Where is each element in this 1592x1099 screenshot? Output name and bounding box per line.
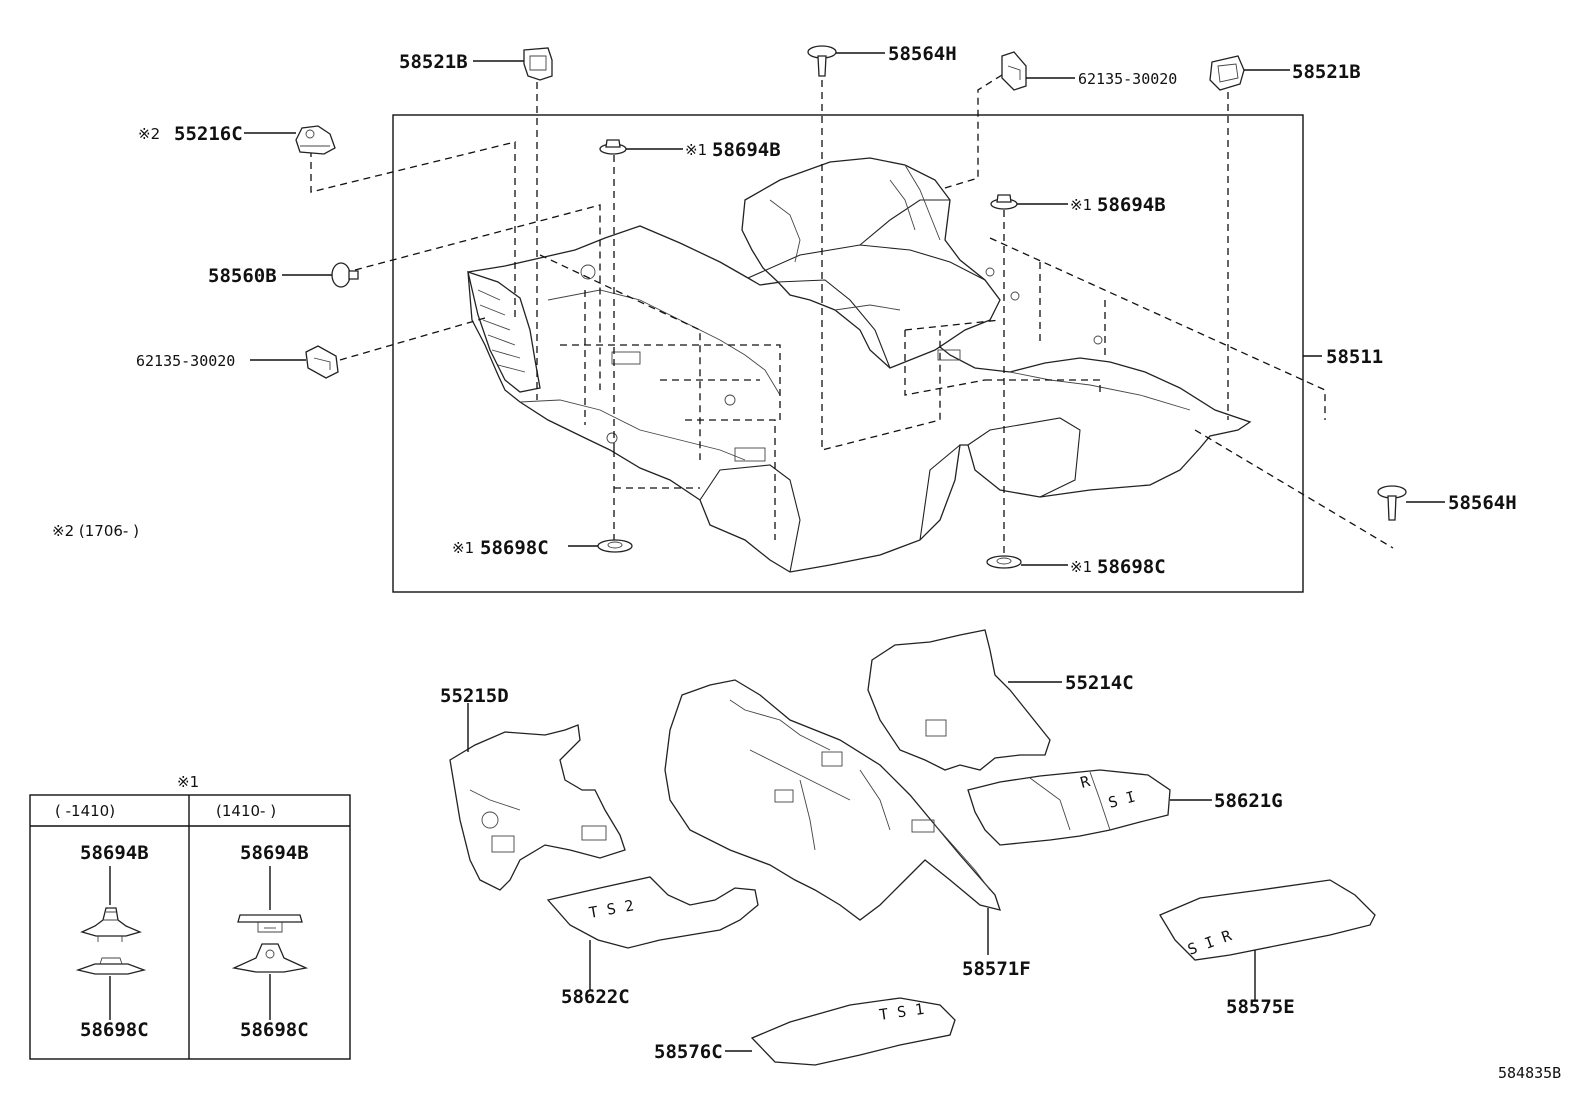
label-58511: 58511 xyxy=(1326,346,1383,368)
inset-col2-clip xyxy=(237,914,303,933)
label-58621g: 58621G xyxy=(1214,790,1283,812)
label-58575e: 58575E xyxy=(1226,996,1295,1018)
mark-2-55216c: ※2 xyxy=(138,125,160,143)
label-58694b-right: 58694B xyxy=(1097,194,1166,216)
mark-1-58698c-left: ※1 xyxy=(452,539,474,557)
mark-1-58694b-right: ※1 xyxy=(1070,196,1092,214)
part-58622c: T S 2 xyxy=(546,876,759,949)
label-62135-left: 62135-30020 xyxy=(136,352,235,370)
label-58521b-left: 58521B xyxy=(399,51,468,73)
grommet-58698c-left xyxy=(597,539,633,553)
label-58571f: 58571F xyxy=(962,958,1031,980)
part-58621g: S I R xyxy=(967,769,1171,846)
clip-58521b-right xyxy=(1209,55,1245,91)
label-55216c: 55216C xyxy=(174,123,243,145)
label-58622c: 58622C xyxy=(561,986,630,1008)
inset-col1-bottom-label: 58698C xyxy=(80,1019,149,1041)
part-55214c xyxy=(867,629,1051,771)
inset-col1-clip xyxy=(80,907,142,942)
inset-col1-range: ( -1410) xyxy=(55,802,115,820)
inset-variant-table: ※1 ( -1410) (1410- ) 58694B 58694B 58698… xyxy=(29,773,351,1060)
part-58571f xyxy=(664,679,1001,921)
inset-col2-top-label: 58694B xyxy=(240,842,309,864)
inset-header-mark: ※1 xyxy=(177,773,199,791)
inset-col2-bottom-label: 58698C xyxy=(240,1019,309,1041)
label-leaders xyxy=(244,52,1445,566)
grommet-58698c-right xyxy=(986,555,1022,569)
label-55215d: 55215D xyxy=(440,685,509,707)
mark-1-58698c-right: ※1 xyxy=(1070,558,1092,576)
part-58576c: T S 1 xyxy=(750,997,956,1066)
label-58560b: 58560B xyxy=(208,265,277,287)
clip-58694b-left xyxy=(599,139,627,155)
bracket-62135-top xyxy=(1001,51,1027,91)
inset-col2-range: (1410- ) xyxy=(216,802,276,820)
diagram-code: 584835B xyxy=(1498,1064,1561,1082)
label-55214c: 55214C xyxy=(1065,672,1134,694)
note-2-range: ※2 (1706- ) xyxy=(52,522,139,540)
mark-1-58694b-left: ※1 xyxy=(685,141,707,159)
label-58564h-right: 58564H xyxy=(1448,492,1517,514)
label-58521b-right: 58521B xyxy=(1292,61,1361,83)
label-58694b-left: 58694B xyxy=(712,139,781,161)
main-assembly-frame xyxy=(392,114,1304,593)
label-62135-top: 62135-30020 xyxy=(1078,70,1177,88)
label-58576c: 58576C xyxy=(654,1041,723,1063)
label-58698c-right: 58698C xyxy=(1097,556,1166,578)
plug-58560b xyxy=(331,262,359,288)
clip-58694b-right xyxy=(990,194,1018,210)
bracket-62135-left xyxy=(305,345,339,379)
dashed-leaders xyxy=(310,74,1394,555)
inset-col1-grommet xyxy=(75,957,147,975)
clip-58521b-left xyxy=(523,47,553,81)
clip-55216c xyxy=(295,125,336,155)
pin-58564h-right xyxy=(1377,485,1407,521)
label-58698c-left: 58698C xyxy=(480,537,549,559)
inset-col2-grommet xyxy=(231,943,309,973)
part-58575e: S I R xyxy=(1159,879,1376,961)
pin-58564h-top xyxy=(807,45,837,77)
part-55215d xyxy=(449,724,626,891)
label-58564h-top: 58564H xyxy=(888,43,957,65)
inset-col1-top-label: 58694B xyxy=(80,842,149,864)
